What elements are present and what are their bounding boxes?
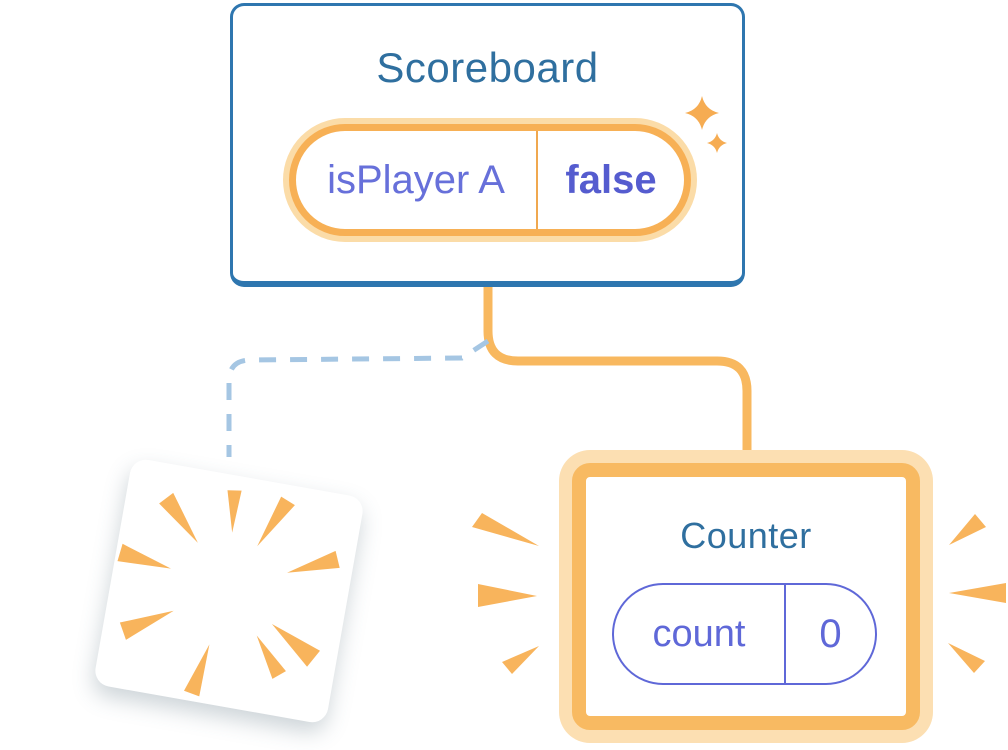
burst-icon [117, 490, 340, 697]
counter-state-pill: count 0 [612, 583, 877, 685]
pill-divider [536, 131, 538, 229]
counter-title: Counter [680, 515, 812, 556]
pill-divider [784, 585, 786, 683]
state-value-label: false [565, 157, 657, 202]
parent-child-connector-line [483, 283, 752, 455]
state-key-label: count [652, 612, 746, 655]
scoreboard-card: Scoreboard isPlayer A false [230, 3, 745, 287]
counter-card: Counter count 0 [572, 463, 920, 730]
state-value-label: 0 [819, 611, 842, 656]
state-key-label: isPlayer A [327, 157, 505, 202]
scoreboard-state-pill: isPlayer A false [289, 124, 691, 236]
destroyed-component-card [92, 457, 366, 725]
scoreboard-title: Scoreboard [376, 44, 599, 91]
removed-branch-dashed-line [226, 338, 490, 457]
